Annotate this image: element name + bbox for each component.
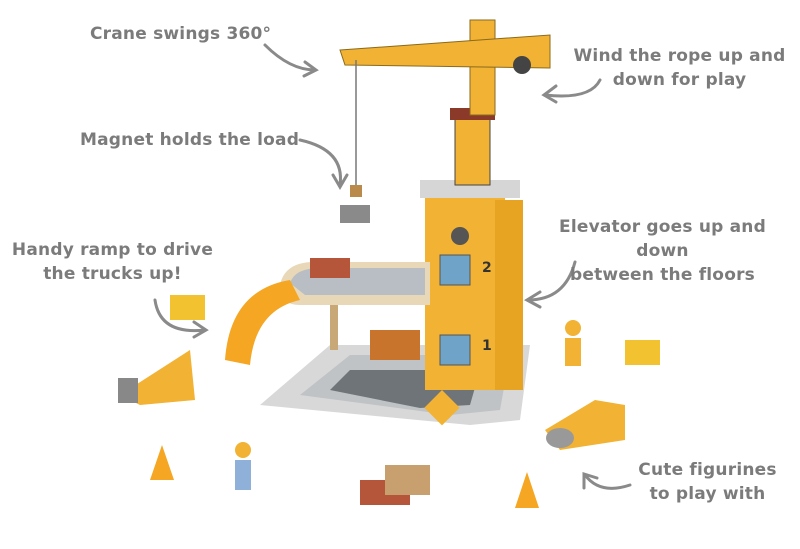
floor-1-number: 1	[482, 338, 492, 354]
callout-rope-line1: Wind the rope up and	[573, 46, 786, 66]
callout-elevator-line2: between the floors	[570, 265, 755, 285]
callout-ramp-line2: the trucks up!	[43, 264, 182, 284]
callout-elevator: Elevator goes up and down between the fl…	[530, 215, 795, 287]
callout-elevator-line1: Elevator goes up and down	[559, 217, 766, 261]
toy-crane	[339, 19, 551, 223]
arrow-figurines	[583, 473, 632, 490]
callout-ramp: Handy ramp to drive the trucks up!	[10, 238, 215, 286]
arrow-ramp	[153, 298, 207, 333]
arrow-magnet	[298, 138, 342, 187]
callout-magnet: Magnet holds the load	[80, 130, 300, 150]
toy-truck	[370, 330, 420, 360]
callout-figurines-line2: to play with	[649, 484, 766, 504]
floor-2-number: 2	[482, 260, 492, 276]
callout-rope: Wind the rope up and down for play	[572, 44, 787, 92]
toy-accessories	[118, 295, 660, 508]
callout-figurines-line1: Cute figurines	[638, 460, 777, 480]
toy-ramp	[225, 280, 300, 365]
arrow-crane	[263, 43, 317, 72]
arrows	[153, 43, 632, 490]
arrow-rope	[543, 78, 602, 98]
callout-ramp-line1: Handy ramp to drive	[11, 240, 214, 260]
callout-rope-line2: down for play	[612, 70, 747, 90]
callout-crane: Crane swings 360°	[90, 24, 272, 44]
toy-tower: 2 1	[420, 180, 523, 390]
callout-figurines: Cute figurines to play with	[630, 458, 785, 506]
toy-upper-floor	[280, 258, 430, 350]
arrow-elevator	[526, 260, 577, 302]
